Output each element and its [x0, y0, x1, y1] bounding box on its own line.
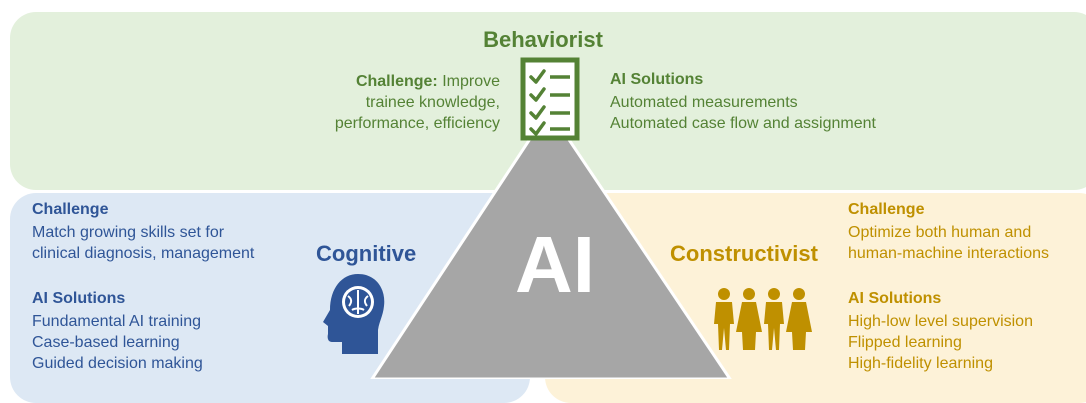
cognitive-challenge-line: Match growing skills set for: [32, 224, 225, 241]
behaviorist-solutions: Automated measurements Automated case fl…: [610, 92, 876, 134]
behaviorist-solution-item: Automated case flow and assignment: [610, 115, 876, 132]
constructivist-solutions-title: AI Solutions: [848, 290, 942, 307]
checklist-icon: [520, 57, 580, 141]
cognitive-solution-item: Fundamental AI training: [32, 313, 201, 330]
cognitive-challenge: Match growing skills set for clinical di…: [32, 222, 254, 264]
behaviorist-challenge-line: Improve: [442, 73, 500, 90]
ai-label: AI: [515, 220, 595, 309]
behaviorist-solutions-title: AI Solutions: [610, 71, 704, 88]
cognitive-solution-item: Case-based learning: [32, 334, 180, 351]
constructivist-challenge-title: Challenge: [848, 201, 925, 218]
cognitive-solution-item: Guided decision making: [32, 355, 203, 372]
constructivist-title: Constructivist: [670, 241, 818, 266]
constructivist-solution-item: High-low level supervision: [848, 313, 1033, 330]
constructivist-solution-item: Flipped learning: [848, 334, 962, 351]
behaviorist-solution-item: Automated measurements: [610, 94, 798, 111]
behaviorist-challenge: Challenge: Improve trainee knowledge, pe…: [335, 71, 500, 134]
cognitive-solutions: Fundamental AI training Case-based learn…: [32, 311, 203, 374]
cognitive-solutions-title: AI Solutions: [32, 290, 126, 307]
constructivist-challenge: Optimize both human and human-machine in…: [848, 222, 1049, 264]
constructivist-challenge-line: Optimize both human and: [848, 224, 1032, 241]
constructivist-solutions: High-low level supervision Flipped learn…: [848, 311, 1033, 374]
people-group-icon: [714, 288, 812, 350]
head-brain-icon: [323, 274, 385, 354]
constructivist-challenge-line: human-machine interactions: [848, 245, 1049, 262]
cognitive-challenge-line: clinical diagnosis, management: [32, 245, 255, 262]
education-theory-diagram: Behaviorist Challenge: Improve trainee k…: [10, 12, 1086, 403]
cognitive-title: Cognitive: [316, 241, 417, 266]
cognitive-challenge-title: Challenge: [32, 201, 109, 218]
behaviorist-challenge-line: trainee knowledge,: [365, 94, 500, 111]
behaviorist-title: Behaviorist: [483, 27, 603, 52]
behaviorist-challenge-label: Challenge:: [355, 73, 438, 90]
constructivist-solution-item: High-fidelity learning: [848, 355, 993, 372]
behaviorist-challenge-line: performance, efficiency: [334, 115, 500, 132]
ai-triangle: [372, 110, 730, 379]
